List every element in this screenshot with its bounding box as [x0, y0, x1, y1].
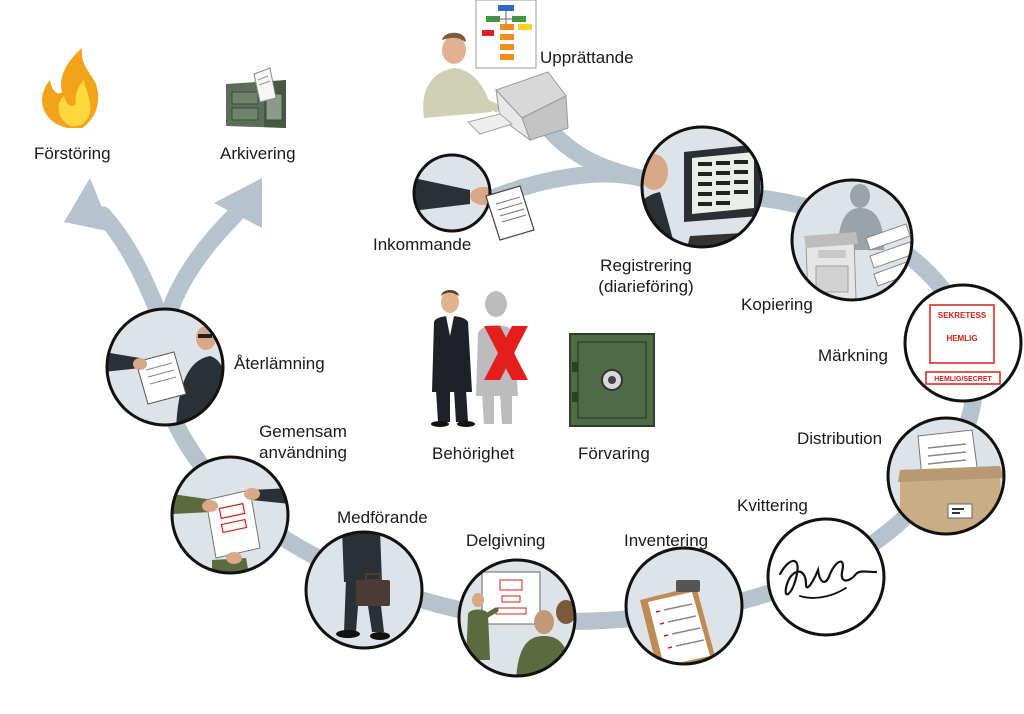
clipboard-checklist-icon [624, 546, 744, 666]
flowchart-computer-icon [423, 0, 569, 142]
label-markning: Märkning [818, 346, 888, 365]
monitor-register-icon [640, 125, 764, 249]
copier-icon [790, 178, 914, 302]
label-kopiering: Kopiering [741, 295, 813, 314]
label-distribution: Distribution [797, 429, 883, 448]
hand-document-icon [412, 153, 535, 241]
arrowhead-arkivering-icon [214, 178, 262, 228]
stamp-middle-text: HEMLIG [946, 334, 977, 343]
label-arkivering: Arkivering [220, 144, 296, 163]
return-document-icon [105, 307, 225, 427]
authorized-person-icon [431, 290, 528, 427]
label-gemensam-line2: användning [259, 443, 347, 462]
label-forstoring: Förstöring [34, 144, 111, 163]
arrowhead-forstoring-icon [64, 178, 112, 232]
signature-icon [766, 517, 886, 637]
label-inventering: Inventering [624, 531, 709, 550]
briefing-presentation-icon [457, 558, 577, 678]
label-registrering-line2: (diarieföring) [598, 277, 694, 296]
fire-icon [42, 48, 99, 128]
classification-stamp-icon: SEKRETESS HEMLIG HEMLIG/SECRET [903, 283, 1023, 403]
label-registrering-line1: Registrering [600, 256, 692, 275]
label-behorighet: Behörighet [432, 444, 515, 463]
label-upprattande: Upprättande [540, 48, 634, 67]
stamp-bottom-text: HEMLIG/SECRET [934, 376, 992, 383]
label-aterlamning: Återlämning [234, 354, 325, 373]
filing-cabinet-icon [226, 67, 286, 128]
shared-document-icon [170, 455, 290, 575]
label-kvittering: Kvittering [737, 496, 808, 515]
deny-x-icon [484, 326, 528, 380]
label-registrering: Registrering (diarieföring) [584, 255, 708, 297]
safe-icon [569, 333, 655, 427]
label-delgivning: Delgivning [466, 531, 546, 550]
box-document-icon [886, 416, 1006, 536]
label-gemensam: Gemensam användning [248, 421, 358, 463]
label-inkommande: Inkommande [373, 235, 472, 254]
stamp-top-text: SEKRETESS [938, 311, 987, 320]
label-medforande: Medförande [337, 508, 428, 527]
label-gemensam-line1: Gemensam [259, 422, 347, 441]
label-forvaring: Förvaring [578, 444, 650, 463]
briefcase-carry-icon [304, 530, 424, 650]
